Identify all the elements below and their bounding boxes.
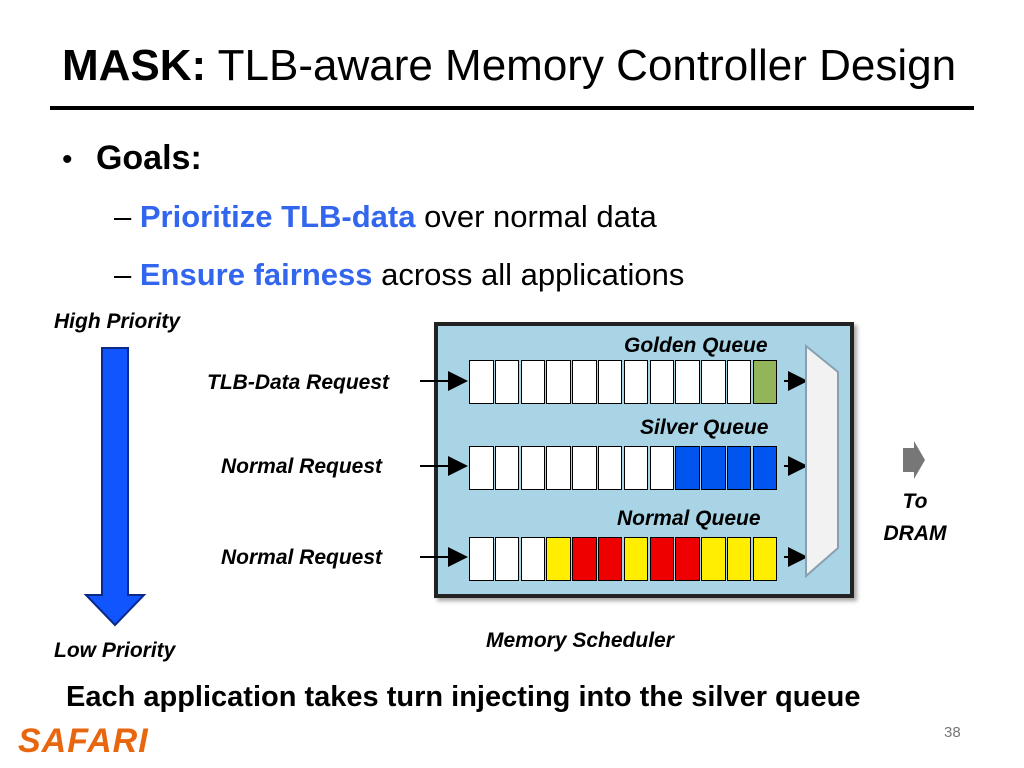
normal-queue-slot	[752, 537, 778, 581]
goal-rest: over normal data	[415, 199, 657, 234]
goal-highlight: Ensure fairness	[139, 257, 373, 292]
normal-queue-slot	[726, 537, 752, 581]
normal-queue	[469, 537, 779, 581]
goals-bullet: • Goals:	[62, 138, 202, 180]
memory-scheduler-label: Memory Scheduler	[486, 629, 674, 652]
golden-queue-slot	[752, 360, 778, 404]
normal-request-label-1: Normal Request	[221, 455, 383, 478]
silver-queue-slot	[494, 446, 520, 490]
silver-queue-slot	[649, 446, 675, 490]
slide-title: MASK: TLB-aware Memory Controller Design	[62, 38, 956, 94]
to-dram-line-1: To	[902, 490, 928, 513]
goal-item-1: – Prioritize TLB-data over normal data	[114, 198, 657, 236]
normal-queue-label: Normal Queue	[617, 507, 761, 530]
golden-queue-slot	[623, 360, 649, 404]
silver-queue-slot	[752, 446, 778, 490]
to-dram-label: To DRAM	[880, 486, 950, 550]
silver-queue-slot	[701, 446, 726, 490]
normal-request-label-2: Normal Request	[221, 546, 383, 569]
silver-queue-slot	[675, 446, 700, 490]
silver-queue-slot	[546, 446, 571, 490]
low-priority-label: Low Priority	[54, 639, 176, 662]
golden-queue-slot	[546, 360, 571, 404]
normal-queue-slot	[469, 537, 494, 581]
golden-queue-slot	[469, 360, 494, 404]
golden-queue-slot	[597, 360, 623, 404]
title-divider	[50, 106, 974, 110]
golden-queue-slot	[675, 360, 700, 404]
tlb-data-request-label: TLB-Data Request	[207, 371, 390, 394]
silver-queue-slot	[572, 446, 597, 490]
normal-queue-slot	[701, 537, 726, 581]
memory-scheduler-box: Golden Queue Silver Queue Normal Queue	[434, 322, 854, 598]
goal-rest: across all applications	[372, 257, 685, 292]
golden-queue-slot	[649, 360, 675, 404]
normal-queue-slot	[623, 537, 649, 581]
title-bold: MASK:	[62, 41, 207, 90]
golden-queue-slot	[726, 360, 752, 404]
golden-queue-slot	[572, 360, 597, 404]
bullet-dot: •	[62, 143, 73, 176]
to-dram-arrow-icon	[903, 441, 925, 479]
golden-queue-slot	[520, 360, 546, 404]
high-priority-label: High Priority	[54, 310, 181, 333]
silver-queue-slot	[597, 446, 623, 490]
golden-queue-label: Golden Queue	[624, 334, 768, 357]
dash: –	[114, 199, 132, 234]
normal-queue-slot	[572, 537, 597, 581]
to-dram-line-2: DRAM	[883, 522, 947, 545]
silver-queue-slot	[623, 446, 649, 490]
silver-queue-label: Silver Queue	[640, 416, 769, 439]
silver-queue-slot	[469, 446, 494, 490]
page-number: 38	[944, 724, 961, 741]
silver-queue-slot	[726, 446, 752, 490]
normal-queue-slot	[675, 537, 700, 581]
golden-queue-slot	[701, 360, 726, 404]
goal-highlight: Prioritize TLB-data	[139, 199, 416, 234]
priority-arrow-icon	[83, 347, 147, 627]
dash: –	[114, 257, 132, 292]
title-rest: TLB-aware Memory Controller Design	[206, 41, 957, 90]
goals-label: Goals:	[95, 139, 202, 177]
golden-queue-slot	[494, 360, 520, 404]
silver-queue-slot	[520, 446, 546, 490]
golden-queue	[469, 360, 779, 404]
safari-logo: SAFARI	[18, 722, 149, 760]
normal-queue-slot	[597, 537, 623, 581]
normal-queue-slot	[494, 537, 520, 581]
fairness-statement: Each application takes turn injecting in…	[66, 681, 861, 713]
goal-item-2: – Ensure fairness across all application…	[114, 256, 684, 294]
normal-queue-slot	[649, 537, 675, 581]
normal-queue-slot	[520, 537, 546, 581]
silver-queue	[469, 446, 779, 490]
normal-queue-slot	[546, 537, 571, 581]
